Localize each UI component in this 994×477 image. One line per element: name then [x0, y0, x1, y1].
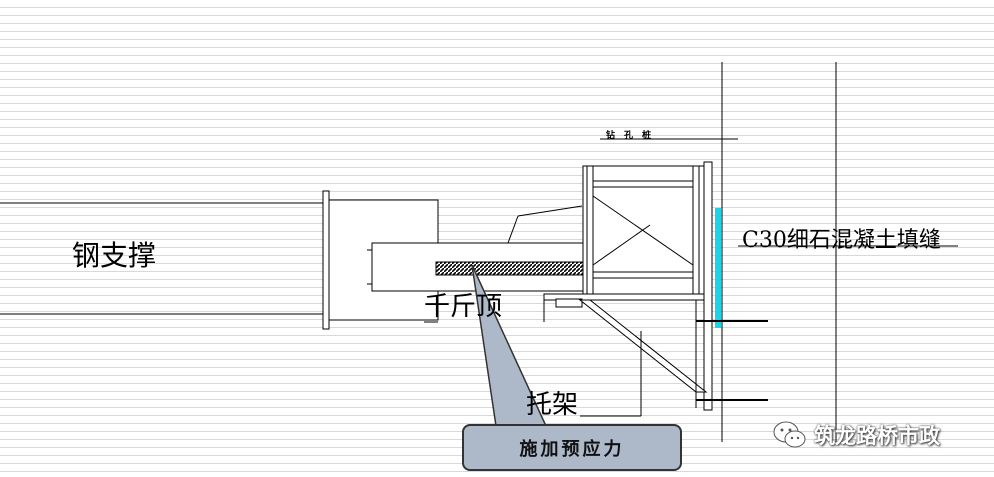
watermark-text: 筑龙路桥市政: [814, 424, 940, 448]
c30-fill-strip: [715, 208, 721, 328]
wedge-line-1: [507, 215, 519, 244]
watermark: 筑龙路桥市政: [772, 420, 940, 450]
bracket-diagonal-brace: [578, 299, 708, 393]
frame-label: 托架: [526, 390, 579, 420]
steel-support-flange: [322, 190, 330, 330]
prestress-callout: 施加预应力: [462, 424, 682, 471]
box-bracket-left-web: [586, 165, 594, 297]
bracket-small-block: [555, 298, 583, 308]
box-bracket-diag-2: [592, 224, 651, 266]
c30-fill-label: C30细石混凝土填缝: [742, 228, 941, 253]
box-bracket-top-flange: [592, 180, 694, 188]
jack-label: 千斤顶: [424, 292, 503, 322]
box-bracket-right-web: [692, 165, 700, 297]
box-bracket-bottom-flange: [592, 271, 694, 279]
wedge-line-2: [517, 205, 583, 217]
callout-text: 施加预应力: [519, 438, 625, 460]
preload-plate: [435, 261, 587, 276]
drill-pile-label: 钻孔桩: [606, 131, 661, 141]
steel-support-label: 钢支撑: [72, 239, 157, 272]
pile-plate: [703, 161, 713, 411]
wechat-icon: [773, 421, 806, 448]
